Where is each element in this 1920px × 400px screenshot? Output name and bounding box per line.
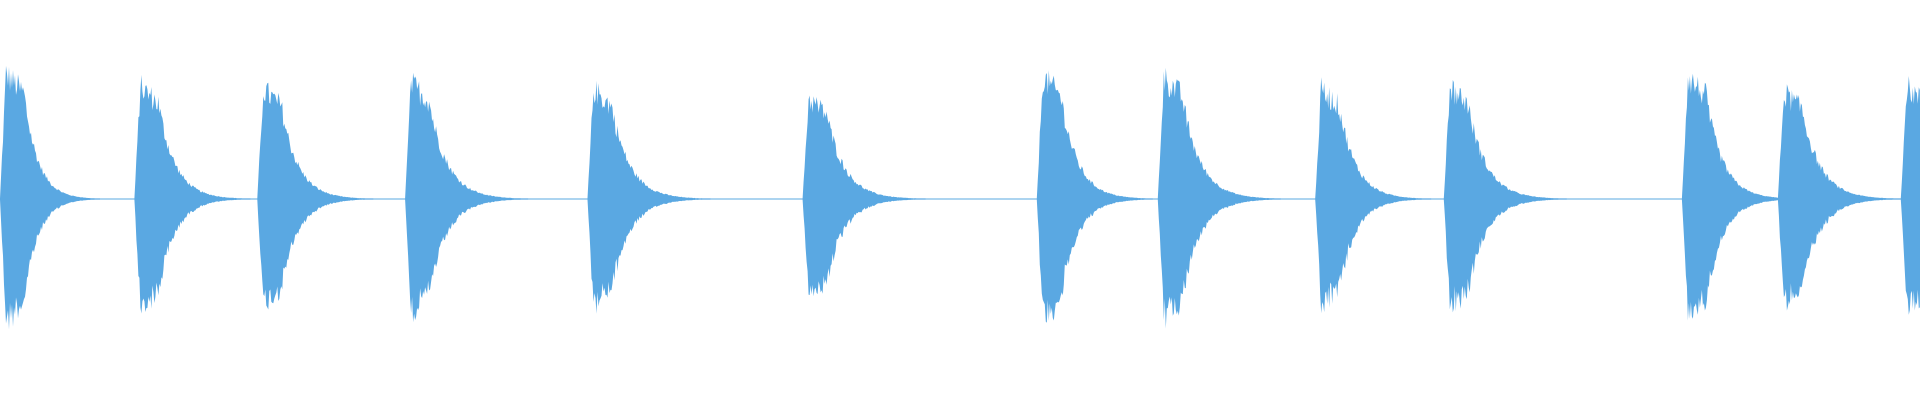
waveform-burst xyxy=(134,74,251,314)
waveform-bars xyxy=(0,65,1920,330)
waveform-burst xyxy=(587,80,711,314)
waveform-burst xyxy=(1777,84,1901,311)
waveform-burst xyxy=(0,65,100,330)
waveform-burst xyxy=(1157,67,1281,329)
waveform-burst xyxy=(1681,73,1798,321)
waveform-burst xyxy=(1315,77,1432,314)
waveform-burst xyxy=(1036,70,1153,323)
waveform-burst xyxy=(1443,80,1567,313)
waveform-burst xyxy=(257,82,374,310)
waveform-burst xyxy=(802,95,926,297)
waveform-burst xyxy=(405,72,529,323)
waveform-burst xyxy=(1900,76,1920,315)
